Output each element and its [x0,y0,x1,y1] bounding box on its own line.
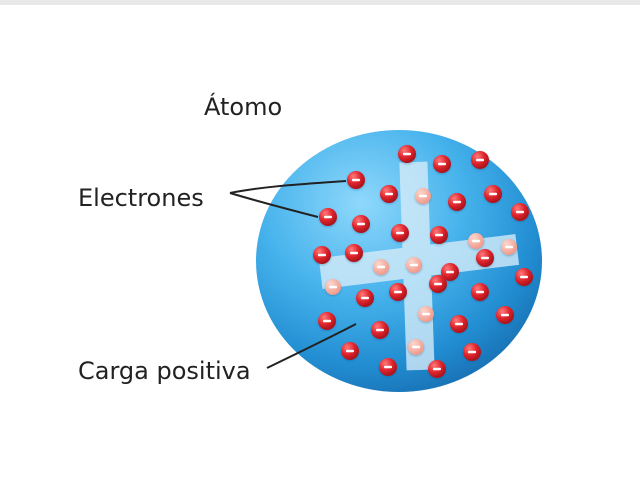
minus-sign-icon [472,239,480,243]
minus-sign-icon [352,178,360,182]
electron-4 [347,171,365,189]
electron-3 [471,151,489,169]
minus-sign-icon [422,312,430,316]
electron-2 [433,155,451,173]
electron-16 [313,246,331,264]
electron-faded-31 [418,306,434,322]
minus-sign-icon [438,162,446,166]
leader-lines [229,180,357,369]
electron-8 [484,185,502,203]
minus-sign-icon [516,210,524,214]
positive-charge-pointer-line [266,323,357,369]
electron-faded-14 [501,239,517,255]
minus-sign-icon [324,215,332,219]
electron-faded-34 [408,339,424,355]
electron-22 [515,268,533,286]
minus-sign-icon [476,158,484,162]
electron-pointer-line-1 [229,180,347,194]
minus-sign-icon [376,328,384,332]
minus-sign-icon [361,296,369,300]
minus-sign-icon [434,282,442,286]
electron-5 [380,185,398,203]
electron-15 [511,203,529,221]
minus-sign-icon [419,194,427,198]
electron-10 [352,215,370,233]
minus-sign-icon [377,265,385,269]
electron-29 [318,312,336,330]
minus-sign-icon [329,285,337,289]
electron-24 [356,289,374,307]
electron-25 [389,283,407,301]
minus-sign-icon [350,251,358,255]
minus-sign-icon [396,231,404,235]
electron-36 [379,358,397,376]
electron-7 [448,193,466,211]
electron-11 [391,224,409,242]
electron-27 [471,283,489,301]
electron-faded-13 [468,233,484,249]
minus-sign-icon [346,349,354,353]
electron-faded-23 [325,279,341,295]
top-divider [0,0,640,5]
atom-label: Átomo [204,93,283,121]
minus-sign-icon [357,222,365,226]
positive-charge-label: Carga positiva [78,357,251,385]
electron-33 [341,342,359,360]
minus-sign-icon [403,152,411,156]
minus-sign-icon [412,345,420,349]
minus-sign-icon [505,245,513,249]
electron-9 [319,208,337,226]
electron-30 [371,321,389,339]
minus-sign-icon [476,290,484,294]
minus-sign-icon [446,270,454,274]
minus-sign-icon [410,263,418,267]
electron-faded-18 [373,259,389,275]
minus-sign-icon [501,313,509,317]
electron-17 [345,244,363,262]
minus-sign-icon [318,253,326,257]
minus-sign-icon [435,233,443,237]
minus-sign-icon [481,256,489,260]
electron-faded-19 [406,257,422,273]
minus-sign-icon [385,192,393,196]
electron-pointer-line-2 [229,192,319,218]
electrons-label: Electrones [78,184,204,212]
electron-26 [429,275,447,293]
minus-sign-icon [520,275,528,279]
minus-sign-icon [384,365,392,369]
minus-sign-icon [433,367,441,371]
minus-sign-icon [489,192,497,196]
electron-1 [398,145,416,163]
electron-35 [463,343,481,361]
electron-21 [476,249,494,267]
electron-cluster [313,145,533,378]
minus-sign-icon [453,200,461,204]
electron-12 [430,226,448,244]
minus-sign-icon [468,350,476,354]
minus-sign-icon [455,322,463,326]
minus-sign-icon [323,319,331,323]
minus-sign-icon [394,290,402,294]
electron-faded-6 [415,188,431,204]
electron-28 [496,306,514,324]
electron-37 [428,360,446,378]
electron-32 [450,315,468,333]
electron-20 [441,263,459,281]
